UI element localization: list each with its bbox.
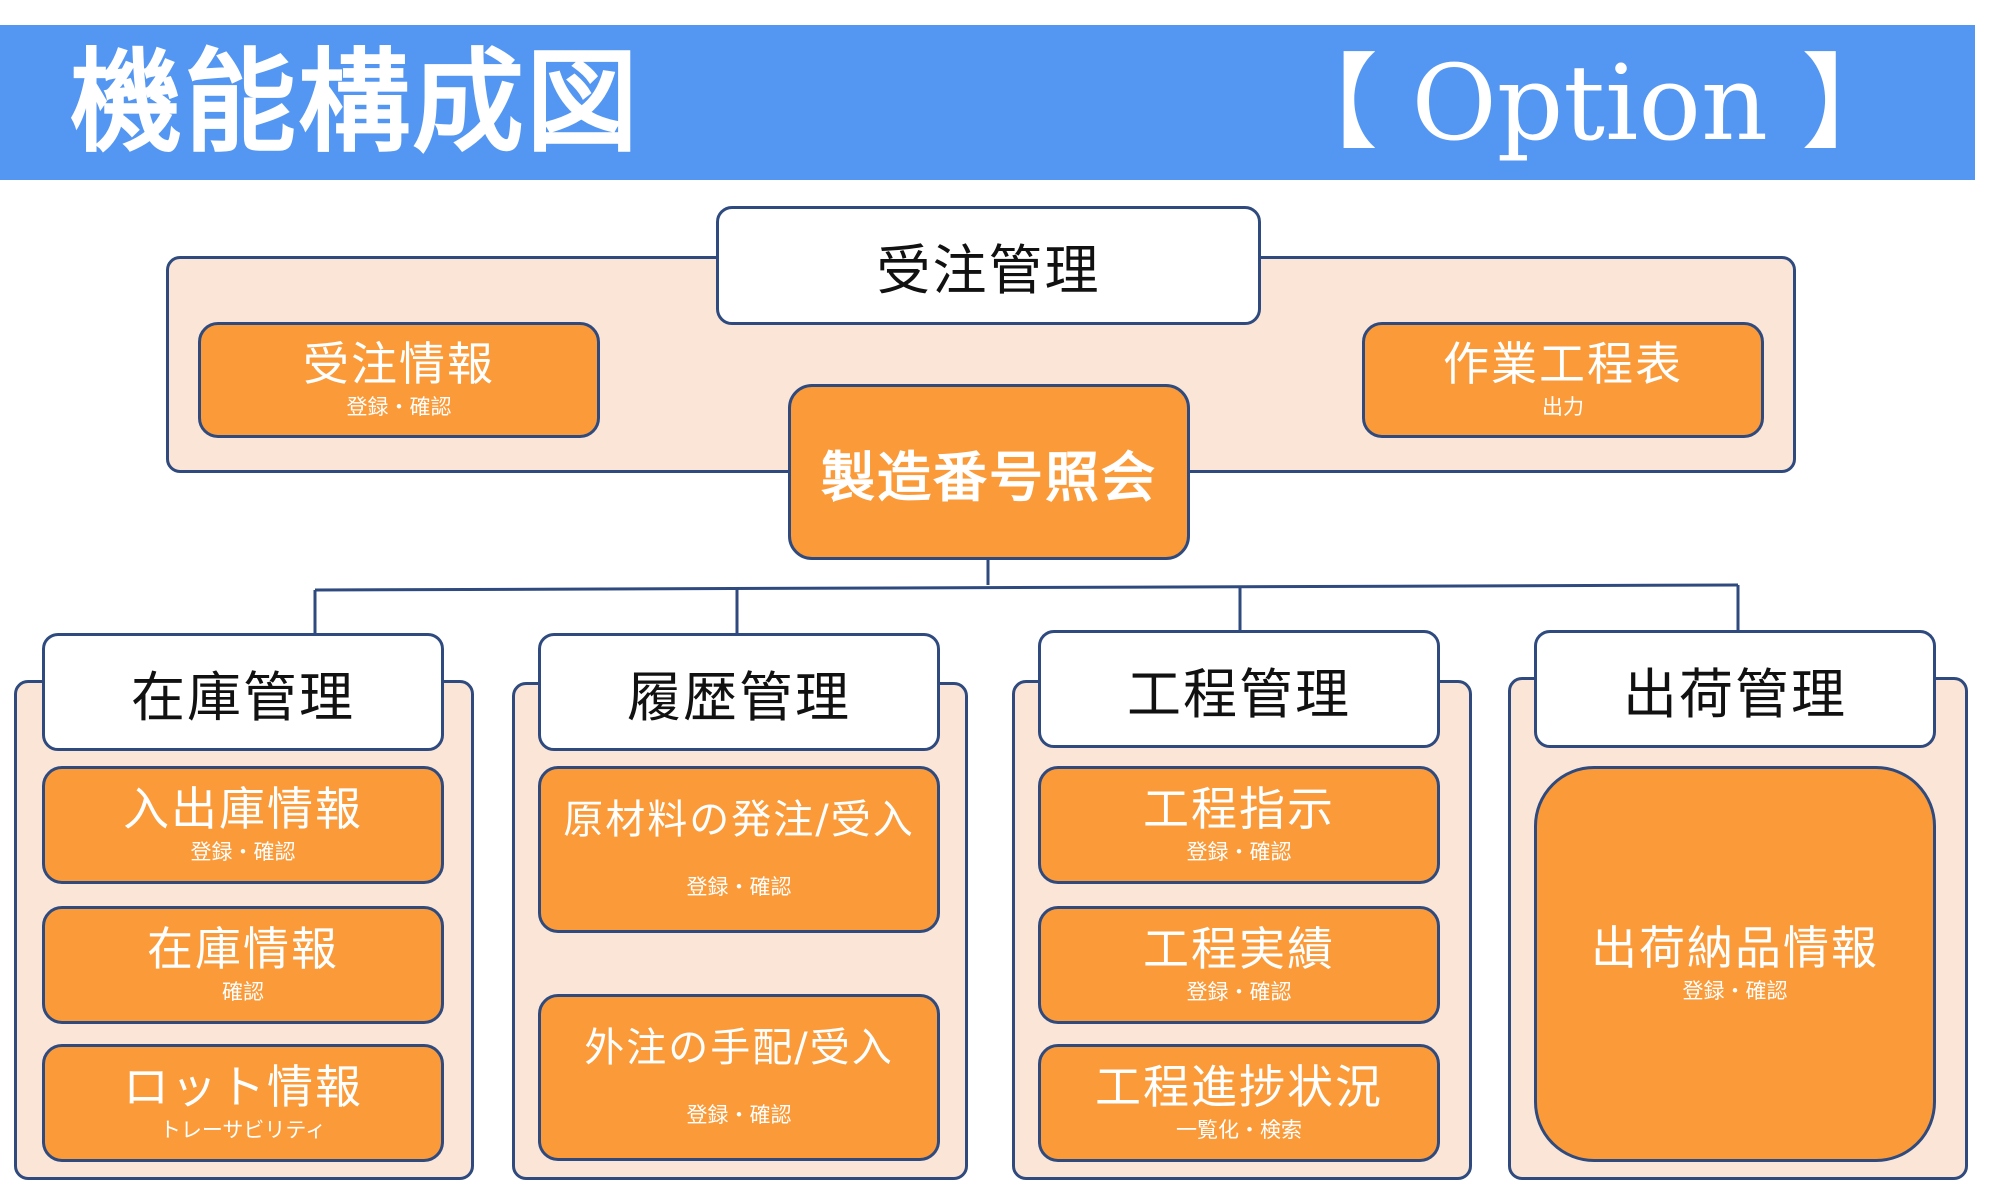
process-item-label: 工程実績 [1143,922,1335,977]
inventory-item-sub: トレーサビリティ [159,1117,327,1142]
shipping-item[interactable]: 出荷納品情報 登録・確認 [1534,766,1936,1162]
history-item[interactable]: 原材料の発注/受入 登録・確認 [538,766,940,933]
history-item-sub: 登録・確認 [686,1103,792,1128]
inventory-item[interactable]: 在庫情報 確認 [42,906,444,1024]
inventory-item-sub: 確認 [222,979,264,1004]
connector-horizontal [314,583,1739,592]
process-item-sub: 一覧化・検索 [1176,1117,1302,1142]
history-item-label: 外注の手配/受入 [584,1024,894,1071]
inventory-item[interactable]: 入出庫情報 登録・確認 [42,766,444,884]
work-process-table-sub: 出力 [1542,394,1584,419]
history-item[interactable]: 外注の手配/受入 登録・確認 [538,994,940,1161]
option-label: 【 Option 】 [1274,42,1905,164]
order-info-sub: 登録・確認 [346,394,452,419]
history-item-sub: 登録・確認 [686,875,792,900]
history-header: 履歴管理 [538,633,940,751]
process-item[interactable]: 工程実績 登録・確認 [1038,906,1440,1024]
order-info-box[interactable]: 受注情報 登録・確認 [198,322,600,438]
process-item-label: 工程進捗状況 [1095,1060,1383,1115]
process-item-label: 工程指示 [1143,782,1335,837]
process-item[interactable]: 工程進捗状況 一覧化・検索 [1038,1044,1440,1162]
shipping-item-label: 出荷納品情報 [1591,921,1879,976]
order-management-header: 受注管理 [716,206,1261,325]
inventory-item-label: ロット情報 [123,1060,363,1115]
shipping-item-sub: 登録・確認 [1682,978,1788,1003]
inventory-item[interactable]: ロット情報 トレーサビリティ [42,1044,444,1162]
title-bar [0,25,1975,180]
work-process-table-box[interactable]: 作業工程表 出力 [1362,322,1764,438]
order-info-label: 受注情報 [303,337,495,392]
serial-number-lookup-box[interactable]: 製造番号照会 [788,384,1190,560]
inventory-item-sub: 登録・確認 [190,839,296,864]
inventory-item-label: 入出庫情報 [123,782,363,837]
inventory-header: 在庫管理 [42,633,444,751]
history-item-label: 原材料の発注/受入 [563,796,915,843]
process-item-sub: 登録・確認 [1186,839,1292,864]
process-item-sub: 登録・確認 [1186,979,1292,1004]
page-title: 機能構成図 [70,38,640,168]
inventory-item-label: 在庫情報 [147,922,339,977]
process-item[interactable]: 工程指示 登録・確認 [1038,766,1440,884]
work-process-table-label: 作業工程表 [1443,337,1683,392]
shipping-header: 出荷管理 [1534,630,1936,748]
process-header: 工程管理 [1038,630,1440,748]
serial-number-lookup-label: 製造番号照会 [821,445,1157,509]
